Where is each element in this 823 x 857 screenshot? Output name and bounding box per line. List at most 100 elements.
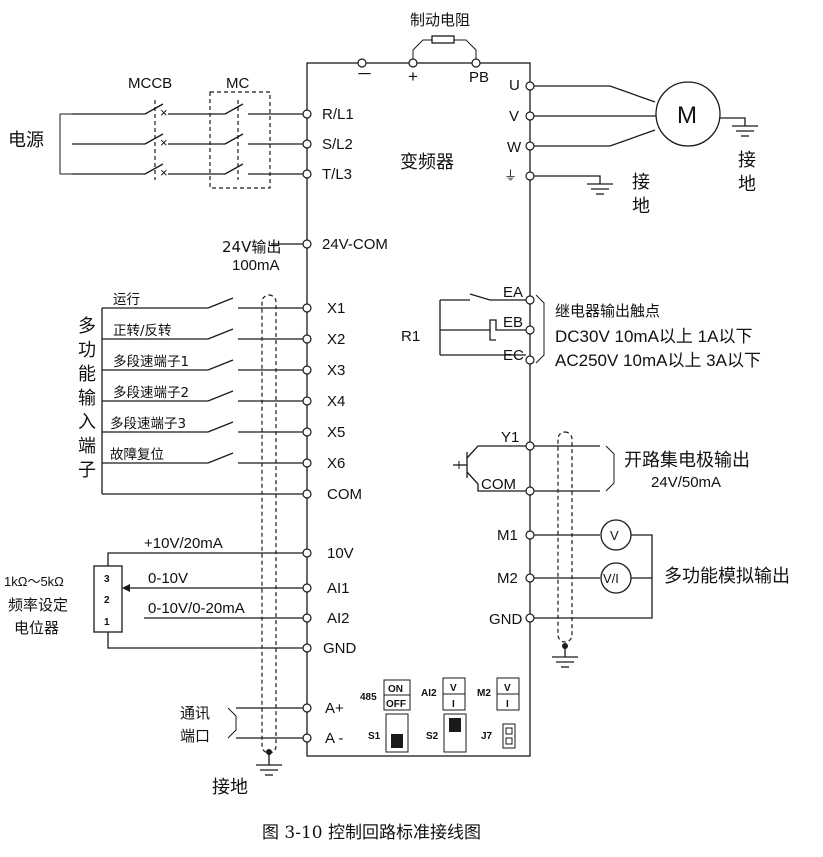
output-ground-icon [552,656,578,668]
pot-name-1: 频率设定 [8,596,68,614]
switch-j7-label: J7 [481,731,493,742]
svg-text:X3: X3 [327,362,345,379]
inputs-group-label-6: 端 [78,436,96,457]
inverter-ground-label: 接 [632,172,650,193]
terminal-a-minus: A - [325,730,343,747]
output-shield [557,431,573,643]
pot-range: 1kΩ～5kΩ [4,574,64,589]
switch-m2-label: M2 [477,688,491,699]
motor-icon [655,81,721,147]
terminal-minus [357,58,367,68]
svg-text:3: 3 [104,574,110,585]
supply-24v-label: 24V输出 [222,238,281,256]
inputs-group-label-7: 子 [78,460,96,481]
terminal-tl3: T/L3 [322,166,352,183]
phase-l3: × [72,163,303,180]
terminal-ec: EC [503,347,524,364]
terminal-gnd-in: GND [323,640,357,657]
switch-ai2-label: AI2 [421,688,437,699]
svg-text:ON: ON [388,684,403,695]
analog-output-section: M1 M2 GND V V/I 多功能模拟输出 [489,519,790,668]
relay-title: 继电器输出触点 [555,302,660,320]
inverter-ground-label-2: 地 [632,196,650,217]
svg-text:故障复位: 故障复位 [110,446,164,463]
terminal-24v-com: 24V-COM [322,236,388,253]
inverter-label: 变频器 [400,152,454,173]
phase-l2: × [72,133,303,150]
supply-24v: 24V输出 100mA 24V-COM [222,236,388,274]
svg-text:X4: X4 [327,393,345,410]
terminal-plus [408,58,418,68]
relay-spec-dc: DC30V 10mA以上 1A以下 [555,327,752,346]
svg-text:多段速端子1: 多段速端子1 [113,353,189,370]
analog-output-label: 多功能模拟输出 [664,566,790,587]
svg-text:V/I: V/I [603,571,619,586]
braking-plus: + [408,67,418,86]
comm-section: 通讯 端口 A+ A - 接地 [180,700,344,798]
terminal-w: W [507,139,522,156]
inputs-group-label-5: 入 [78,412,96,433]
input-x4: 多段速端子2 X4 [102,384,345,410]
inputs-group-label-3: 能 [78,364,96,385]
svg-text:OFF: OFF [386,699,406,710]
relay-spec-ac: AC250V 10mA以上 3A以下 [555,351,761,370]
switch-485-label: 485 [360,692,377,703]
motor-section: U V W M 接 地 ⏚ 接 地 [504,77,758,217]
svg-text:多段速端子3: 多段速端子3 [110,415,186,432]
mccb-label: MCCB [128,75,172,92]
inverter-ground-icon [587,183,613,195]
terminal-10v: 10V [327,545,354,562]
svg-text:运行: 运行 [113,292,140,308]
relay-section: R1 EA EB EC 继电器输出触点 DC30V 10mA以上 1A以下 AC… [401,284,761,370]
svg-text:2: 2 [104,595,110,606]
terminal-eb: EB [503,314,523,331]
svg-text:0-10V/0-20mA: 0-10V/0-20mA [148,600,245,617]
input-x2: 正转/反转 X2 [102,323,345,348]
terminal-v: V [509,108,519,125]
inverter-box [306,62,531,757]
oc-output-section: Y1 COM 开路集电极输出 24V/50mA [453,429,750,643]
mc-dashed-box [209,91,271,189]
inputs-group-label-2: 功 [78,340,96,361]
svg-text:+10V/20mA: +10V/20mA [144,535,223,552]
diagram-caption: 图 3-10 控制回路标准接线图 [262,823,481,843]
svg-text:I: I [506,699,509,710]
svg-text:V: V [610,528,619,543]
terminal-com-input: COM [327,486,362,503]
pot-name-2: 电位器 [14,619,59,637]
inverter-ground-sym: ⏚ [504,168,517,183]
braking-resistor-label: 制动电阻 [410,11,470,29]
analog-input-section: 1kΩ～5kΩ 频率设定 电位器 3 2 1 +10V/20mA 0-10V 0… [4,535,357,657]
terminal-u: U [509,77,520,94]
terminal-sl2: S/L2 [322,136,353,153]
svg-text:X5: X5 [327,424,345,441]
motor-ground-icon [732,125,758,137]
svg-text:V: V [450,683,457,694]
terminal-pb [471,58,481,68]
motor-ground-label: 接 [738,150,756,171]
power-source-label: 电源 [8,130,44,151]
comm-ground-label: 接地 [212,777,248,798]
oc-output-label: 开路集电极输出 [624,450,750,471]
inputs-group-label-1: 多 [78,316,96,337]
oc-output-spec: 24V/50mA [651,474,721,491]
terminal-m2: M2 [497,570,518,587]
svg-text:多段速端子2: 多段速端子2 [113,384,189,401]
terminal-a-plus: A+ [325,700,344,717]
svg-text:×: × [160,135,168,150]
terminal-rl1: R/L1 [322,106,354,123]
terminal-ea: EA [503,284,523,301]
input-x6: 故障复位 X6 [102,446,345,472]
power-input-section: 电源 MCCB MC × × × [8,75,354,189]
terminal-ai2: AI2 [327,610,350,627]
svg-text:×: × [160,105,168,120]
relay-name: R1 [401,328,420,345]
svg-text:X1: X1 [327,300,345,317]
svg-text:×: × [160,165,168,180]
svg-text:1: 1 [104,617,110,628]
resistor-icon [431,35,455,44]
terminal-com-output: COM [481,476,516,493]
svg-text:I: I [452,699,455,710]
terminal-y1: Y1 [501,429,519,446]
